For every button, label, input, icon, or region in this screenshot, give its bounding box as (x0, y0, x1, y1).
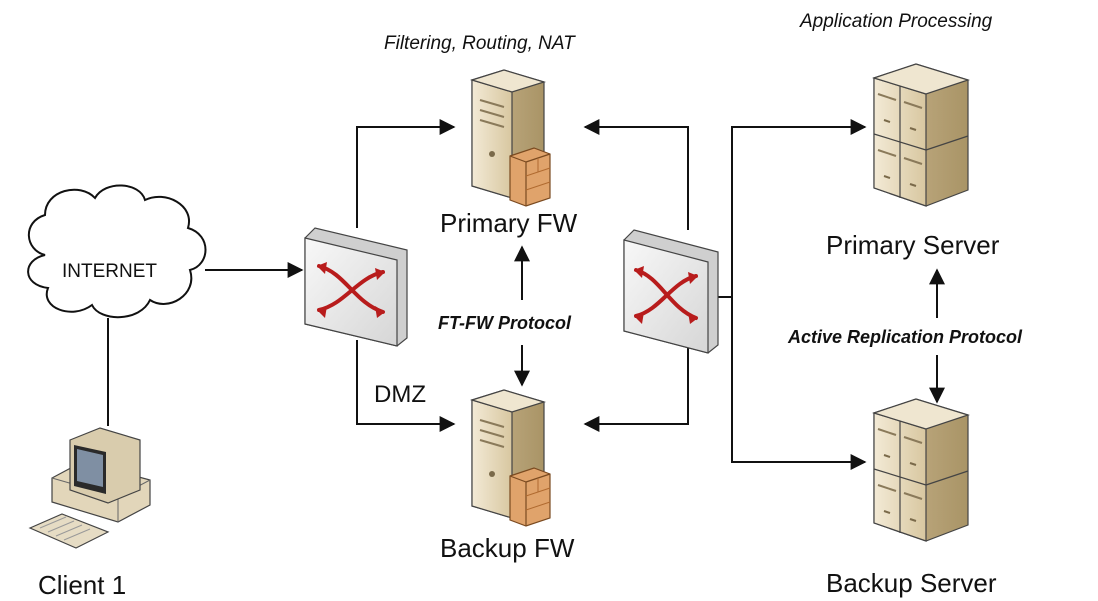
cloud-icon (27, 184, 207, 319)
link-to-primary-server (731, 119, 867, 297)
link-to-backup-server (731, 297, 867, 470)
desktop-computer-icon (28, 427, 151, 549)
network-switch-icon (304, 227, 408, 347)
app-processing-label: Application Processing (800, 11, 993, 32)
primary-fw-label: Primary FW (440, 208, 578, 238)
link-rswitch-primary-fw (583, 119, 689, 230)
internet-label: INTERNET (62, 261, 157, 282)
fw-functions-label: Filtering, Routing, NAT (384, 33, 575, 54)
link-switch-backup-fw (356, 340, 456, 432)
firewall-server-icon (469, 389, 551, 527)
primary-server-label: Primary Server (826, 230, 1000, 260)
replication-protocol-label: Active Replication Protocol (788, 327, 1023, 347)
dmz-label: DMZ (374, 381, 426, 408)
client-label: Client 1 (38, 570, 127, 600)
link-switch-primary-fw (356, 119, 456, 228)
backup-fw-label: Backup FW (440, 533, 575, 563)
link-rswitch-backup-fw (583, 345, 689, 432)
backup-server-label: Backup Server (826, 568, 997, 598)
connections (107, 119, 945, 470)
firewall-server-icon (469, 69, 551, 207)
server-rack-icon (872, 398, 970, 542)
network-switch-icon (623, 229, 719, 354)
server-rack-icon (872, 63, 970, 207)
ftfw-protocol-label: FT-FW Protocol (438, 313, 571, 333)
